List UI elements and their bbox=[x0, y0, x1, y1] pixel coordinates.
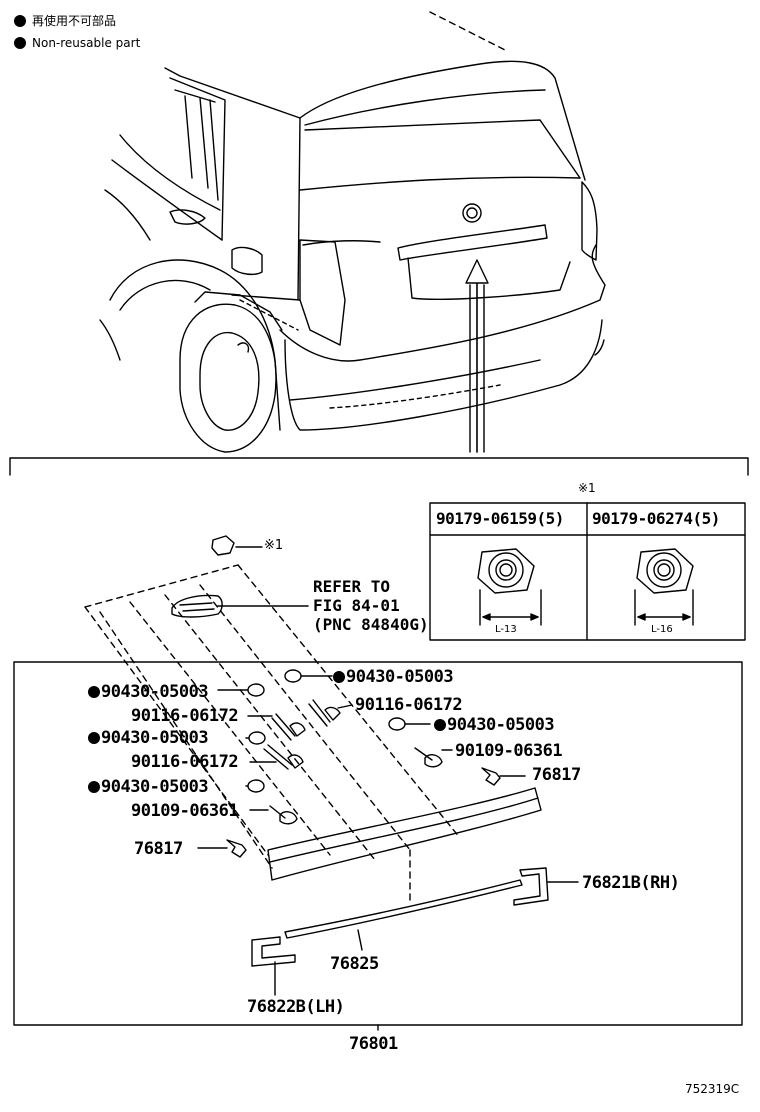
part-label: 76821B(RH) bbox=[582, 873, 680, 893]
refer-line1: REFER TO bbox=[313, 577, 391, 596]
non-reusable-dot-icon bbox=[14, 37, 26, 49]
license-lamp bbox=[171, 594, 309, 618]
part-label: 90109-06361 bbox=[131, 801, 239, 821]
nut-table-col1-dim: L-13 bbox=[495, 624, 517, 635]
nut-table bbox=[429, 502, 746, 641]
garnish-molding bbox=[284, 879, 523, 939]
part-label: 90430-05003 bbox=[434, 716, 555, 734]
section-separator bbox=[9, 457, 749, 476]
part-label: 76801 bbox=[349, 1034, 398, 1054]
note-marker-label: ※1 bbox=[264, 538, 284, 553]
part-label: 90430-05003 bbox=[88, 778, 209, 796]
nut-table-col1-header: 90179-06159(5) bbox=[436, 509, 564, 528]
non-reusable-dot-icon bbox=[14, 14, 26, 27]
non-reusable-dot-icon bbox=[88, 732, 100, 744]
legend-jp-text: 再使用不可部品 bbox=[32, 14, 117, 28]
top-nut bbox=[211, 535, 263, 556]
nut-table-col2-dim: L-16 bbox=[651, 624, 673, 635]
fasteners bbox=[197, 669, 579, 1031]
legend-en: Non-reusable part bbox=[14, 36, 140, 50]
part-label: 90109-06361 bbox=[455, 741, 563, 761]
molding-end-rh bbox=[513, 867, 549, 906]
part-label: 76817 bbox=[532, 765, 581, 785]
non-reusable-dot-icon bbox=[434, 719, 446, 731]
molding-end-lh bbox=[251, 936, 296, 967]
non-reusable-dot-icon bbox=[333, 671, 345, 683]
legend-jp: 再使用不可部品 bbox=[14, 12, 116, 29]
refer-block: REFER TO FIG 84-01 (PNC 84840G) bbox=[313, 577, 429, 634]
refer-line3: (PNC 84840G) bbox=[313, 615, 429, 634]
refer-line2: FIG 84-01 bbox=[313, 596, 400, 615]
nut-table-note-marker: ※1 bbox=[578, 481, 596, 495]
diagram-id: 752319C bbox=[685, 1082, 740, 1096]
part-label: 90430-05003 bbox=[88, 683, 209, 701]
nut-table-col2-header: 90179-06274(5) bbox=[592, 509, 720, 528]
part-label: 90116-06172 bbox=[131, 752, 239, 772]
back-door-garnish bbox=[267, 787, 542, 881]
part-label: 76825 bbox=[330, 954, 379, 974]
legend-en-text: Non-reusable part bbox=[32, 36, 141, 50]
part-label: 90430-05003 bbox=[333, 668, 454, 686]
non-reusable-dot-icon bbox=[88, 686, 100, 698]
part-label: 90430-05003 bbox=[88, 729, 209, 747]
part-label: 90116-06172 bbox=[131, 706, 239, 726]
part-label: 76822B(LH) bbox=[247, 997, 345, 1017]
projection-lines bbox=[84, 564, 461, 901]
car-rear-illustration bbox=[99, 11, 606, 453]
non-reusable-dot-icon bbox=[88, 781, 100, 793]
part-label: 90116-06172 bbox=[355, 695, 463, 715]
part-label: 76817 bbox=[134, 839, 183, 859]
